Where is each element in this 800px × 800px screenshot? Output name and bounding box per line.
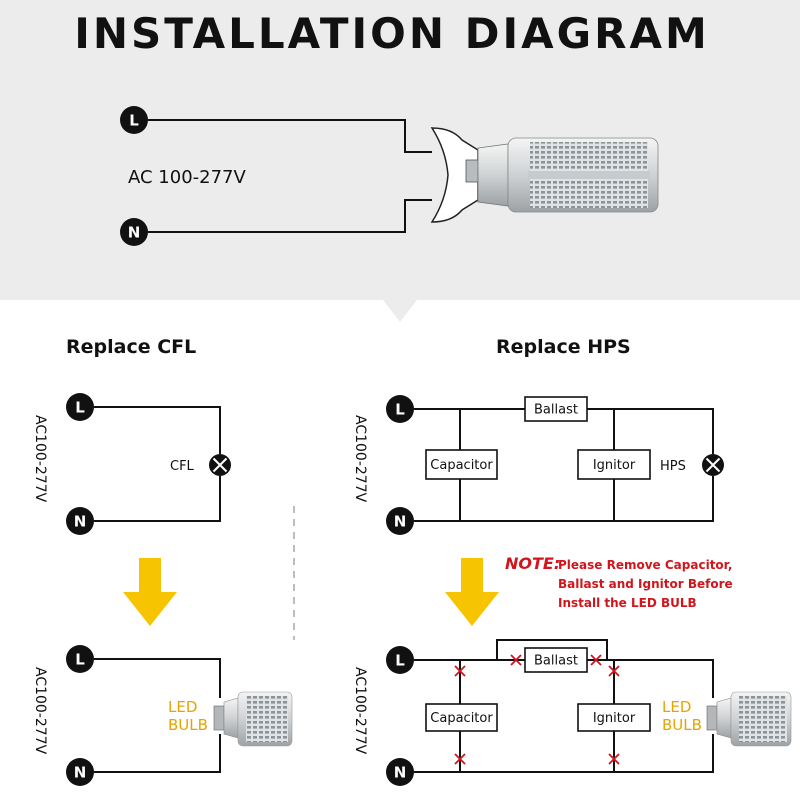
hps-led-ignitor-box: Ignitor bbox=[577, 703, 651, 732]
cfl-terminal-l-label: L bbox=[75, 399, 85, 417]
cfl-led-text-line2: BULB bbox=[168, 716, 208, 734]
hps-circuit bbox=[414, 408, 724, 522]
note-line-1: Please Remove Capacitor, bbox=[558, 558, 732, 572]
top-terminal-n-label: N bbox=[128, 224, 141, 242]
hps-led-text-line1: LED bbox=[662, 698, 691, 716]
top-terminal-l: L bbox=[120, 106, 148, 134]
cfl-led-voltage-label: AC100-277V bbox=[32, 667, 48, 755]
hps-terminal-n-label: N bbox=[394, 513, 407, 531]
hps-voltage-label: AC100-277V bbox=[352, 415, 368, 503]
hps-led-terminal-n-label: N bbox=[394, 764, 407, 782]
cfl-led-terminal-l: L bbox=[66, 645, 94, 673]
hps-led-terminal-l-label: L bbox=[395, 652, 405, 670]
hps-led-text-line2: BULB bbox=[662, 716, 702, 734]
hps-terminal-l: L bbox=[386, 395, 414, 423]
cfl-terminal-n: N bbox=[66, 507, 94, 535]
cfl-led-bulb-image bbox=[213, 691, 293, 747]
cfl-terminal-l: L bbox=[66, 393, 94, 421]
cfl-lamp-label: CFL bbox=[170, 459, 195, 474]
note-line-3: Install the LED BULB bbox=[558, 596, 697, 610]
cfl-heading: Replace CFL bbox=[66, 336, 196, 358]
top-terminal-n: N bbox=[120, 218, 148, 246]
cfl-voltage-label: AC100-277V bbox=[32, 415, 48, 503]
hps-down-arrow bbox=[445, 558, 499, 626]
removal-cross-marks bbox=[454, 654, 620, 765]
hps-led-ballast-label: Ballast bbox=[534, 654, 578, 669]
cfl-led-circuit bbox=[94, 658, 221, 773]
hps-capacitor-label: Capacitor bbox=[430, 458, 493, 473]
cfl-led-terminal-l-label: L bbox=[75, 651, 85, 669]
hps-ballast-label: Ballast bbox=[534, 403, 578, 418]
page-title: INSTALLATION DIAGRAM bbox=[74, 9, 710, 58]
hps-led-voltage-label: AC100-277V bbox=[352, 667, 368, 755]
hps-led-terminal-l: L bbox=[386, 646, 414, 674]
hps-ignitor-box: Ignitor bbox=[577, 449, 651, 480]
note-label: NOTE: bbox=[505, 554, 560, 573]
top-wiring bbox=[148, 119, 432, 233]
hps-terminal-n: N bbox=[386, 507, 414, 535]
hps-led-terminal-n: N bbox=[386, 758, 414, 786]
hps-led-bulb-image bbox=[706, 691, 792, 747]
cfl-led-terminal-n: N bbox=[66, 758, 94, 786]
cfl-circuit bbox=[94, 406, 231, 522]
cfl-led-terminal-n-label: N bbox=[74, 764, 87, 782]
top-band bbox=[0, 0, 800, 322]
hps-capacitor-box: Capacitor bbox=[425, 449, 498, 480]
hps-lamp-label: HPS bbox=[660, 459, 686, 474]
hps-ignitor-label: Ignitor bbox=[593, 458, 636, 473]
cfl-led-text-line1: LED bbox=[168, 698, 197, 716]
hps-led-capacitor-label: Capacitor bbox=[430, 711, 493, 726]
top-led-bulb-image bbox=[430, 127, 659, 223]
hps-led-ballast-box: Ballast bbox=[524, 647, 588, 673]
cfl-down-arrow bbox=[123, 558, 177, 626]
hps-terminal-l-label: L bbox=[395, 401, 405, 419]
top-voltage-label: AC 100-277V bbox=[128, 167, 246, 188]
hps-heading: Replace HPS bbox=[496, 336, 631, 358]
hps-led-capacitor-box: Capacitor bbox=[425, 703, 498, 732]
note-line-2: Ballast and Ignitor Before bbox=[558, 577, 733, 591]
top-terminal-l-label: L bbox=[129, 112, 139, 130]
hps-led-ignitor-label: Ignitor bbox=[593, 711, 636, 726]
cfl-terminal-n-label: N bbox=[74, 513, 87, 531]
hps-led-circuit bbox=[414, 639, 714, 773]
hps-ballast-box: Ballast bbox=[524, 396, 588, 422]
